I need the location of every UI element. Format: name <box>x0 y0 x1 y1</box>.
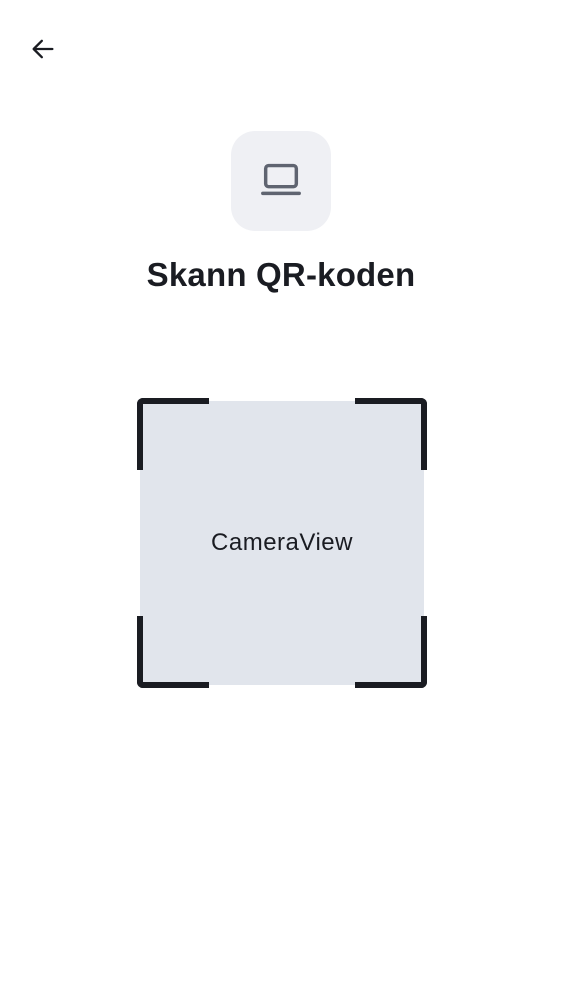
camera-view[interactable]: CameraView <box>140 401 424 685</box>
scanner-corner-bottom-right <box>355 616 427 688</box>
qr-scanner-frame: CameraView <box>137 398 427 688</box>
camera-view-label: CameraView <box>211 529 353 556</box>
arrow-left-icon <box>29 35 57 68</box>
back-button[interactable] <box>22 30 64 72</box>
page-title: Skann QR-koden <box>146 256 416 293</box>
device-tile <box>231 131 331 231</box>
scanner-corner-top-right <box>355 398 427 470</box>
scanner-corner-bottom-left <box>137 616 209 688</box>
laptop-icon <box>258 156 304 207</box>
scanner-corner-top-left <box>137 398 209 470</box>
